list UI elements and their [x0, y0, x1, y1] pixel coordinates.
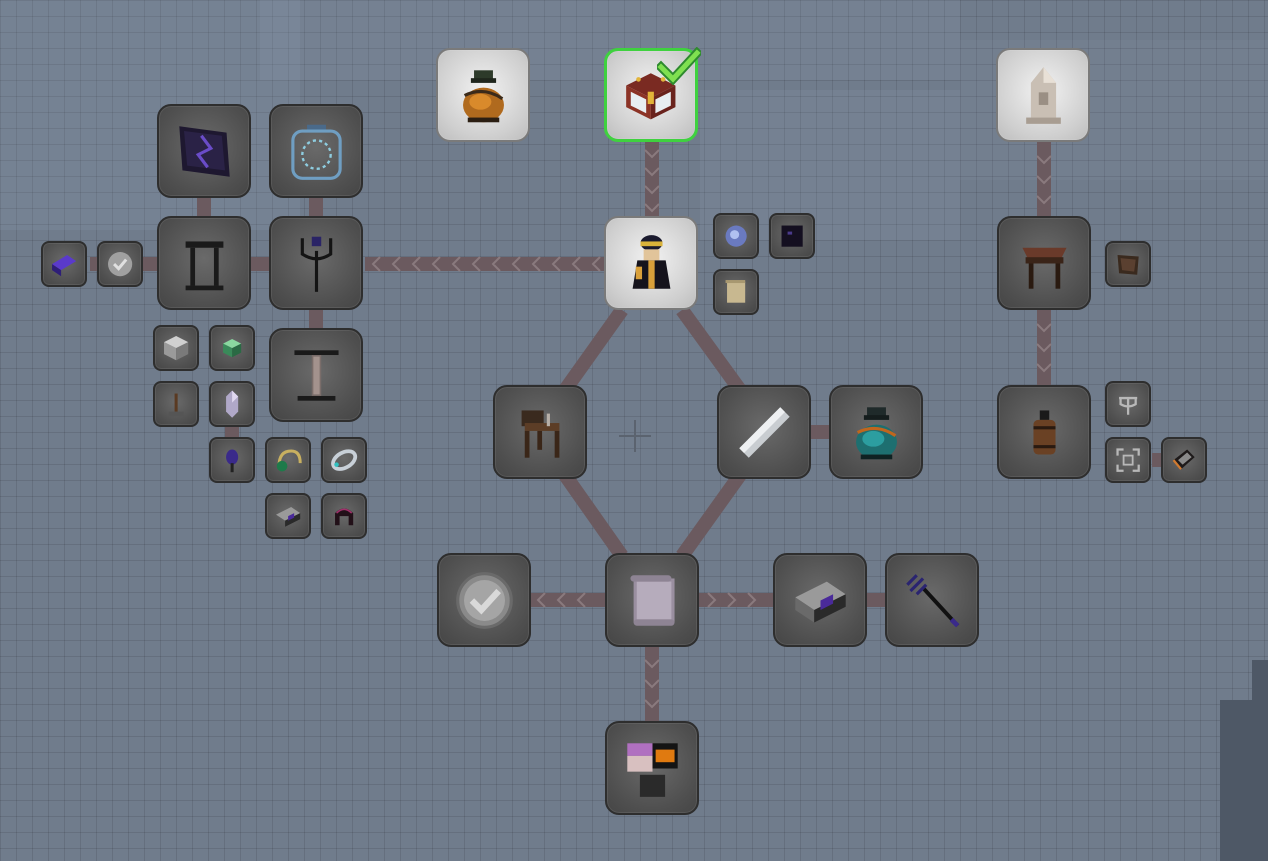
quest-node-pitchfork[interactable]: [885, 553, 979, 647]
pitchfork-icon: [905, 573, 959, 627]
quest-node-magic-jar[interactable]: [269, 104, 363, 198]
stone-gate-icon: [185, 240, 223, 290]
item-node-iron-block[interactable]: [153, 325, 199, 371]
item-node-feather-quill[interactable]: [209, 437, 255, 483]
stone-tablet-icon: [1172, 449, 1195, 470]
lever-icon: [168, 393, 184, 417]
item-node-emerald-bracelet[interactable]: [265, 437, 311, 483]
spellbook-icon: [794, 581, 846, 623]
feather-quill-icon: [225, 449, 239, 473]
workbench-icon: [1021, 247, 1067, 289]
quest-node-trident[interactable]: [269, 216, 363, 310]
barrel-icon: [1032, 409, 1056, 455]
quest-node-silver-rod[interactable]: [717, 385, 811, 479]
item-node-target-frame[interactable]: [1105, 437, 1151, 483]
item-node-enchanted-book[interactable]: [265, 493, 311, 539]
writing-desk-icon: [521, 409, 559, 458]
loot-bag-orange-icon: [462, 69, 504, 122]
item-node-candelabra[interactable]: [1105, 381, 1151, 427]
silver-rod-icon: [738, 406, 790, 458]
quest-node-loot-bag-orange[interactable]: [436, 48, 530, 142]
item-node-purple-book[interactable]: [41, 241, 87, 287]
glass-block-icon: [222, 338, 242, 358]
target-frame-icon: [1116, 448, 1140, 472]
item-node-silver-ring[interactable]: [321, 437, 367, 483]
quest-node-workbench[interactable]: [997, 216, 1091, 310]
ender-pearl-icon: [725, 225, 747, 247]
background-shadow: [1220, 700, 1268, 861]
quest-node-rune-banner[interactable]: [157, 104, 251, 198]
enchanted-book-icon: [275, 506, 301, 527]
dark-helmet-icon: [334, 508, 354, 526]
item-node-crystal[interactable]: [209, 381, 255, 427]
quest-node-spellbook[interactable]: [773, 553, 867, 647]
paper-scroll-icon: [629, 574, 675, 626]
item-node-wooden-sign[interactable]: [1105, 241, 1151, 287]
stone-obelisk-icon: [1025, 66, 1061, 124]
trident-icon: [300, 236, 332, 292]
quest-node-pedestal[interactable]: [269, 328, 363, 422]
candelabra-icon: [1118, 396, 1138, 415]
quest-node-checkmark-task[interactable]: [437, 553, 531, 647]
rune-banner-icon: [178, 125, 230, 177]
item-node-stone-tablet[interactable]: [1161, 437, 1207, 483]
magic-jar-icon: [290, 124, 342, 180]
quest-node-writing-desk[interactable]: [493, 385, 587, 479]
background-shadow: [1252, 660, 1268, 720]
quest-node-player-head[interactable]: [605, 721, 699, 815]
iron-block-icon: [163, 335, 189, 361]
crystal-icon: [225, 390, 239, 418]
quest-node-treasure-chest[interactable]: [604, 47, 701, 142]
treasure-chest-icon: [626, 73, 676, 120]
item-node-glass-block[interactable]: [209, 325, 255, 371]
scroll-icon: [725, 279, 746, 303]
item-node-ender-pearl[interactable]: [713, 213, 759, 259]
pedestal-icon: [293, 349, 339, 401]
quest-node-stone-gate[interactable]: [157, 216, 251, 310]
silver-ring-icon: [330, 449, 358, 471]
crosshair-icon: [619, 420, 651, 452]
loot-bag-teal-icon: [855, 406, 897, 459]
quest-node-wizard[interactable]: [604, 216, 698, 310]
purple-book-icon: [51, 254, 77, 277]
checkmark-icon: [107, 251, 133, 277]
wooden-sign-icon: [1117, 254, 1139, 275]
item-node-checkmark-small[interactable]: [97, 241, 143, 287]
player-head-icon: [626, 742, 678, 797]
quest-node-barrel[interactable]: [997, 385, 1091, 479]
item-node-dark-helmet[interactable]: [321, 493, 367, 539]
quest-node-stone-obelisk[interactable]: [996, 48, 1090, 142]
wizard-icon: [632, 234, 670, 289]
quest-node-loot-bag-teal[interactable]: [829, 385, 923, 479]
quest-node-paper-scroll[interactable]: [605, 553, 699, 647]
item-node-lever[interactable]: [153, 381, 199, 427]
item-node-scroll-small[interactable]: [713, 269, 759, 315]
emerald-bracelet-icon: [276, 449, 302, 472]
item-node-obsidian-block[interactable]: [769, 213, 815, 259]
checkmark-icon: [657, 47, 701, 85]
obsidian-block-icon: [781, 225, 803, 247]
checkmark-icon: [455, 571, 513, 629]
